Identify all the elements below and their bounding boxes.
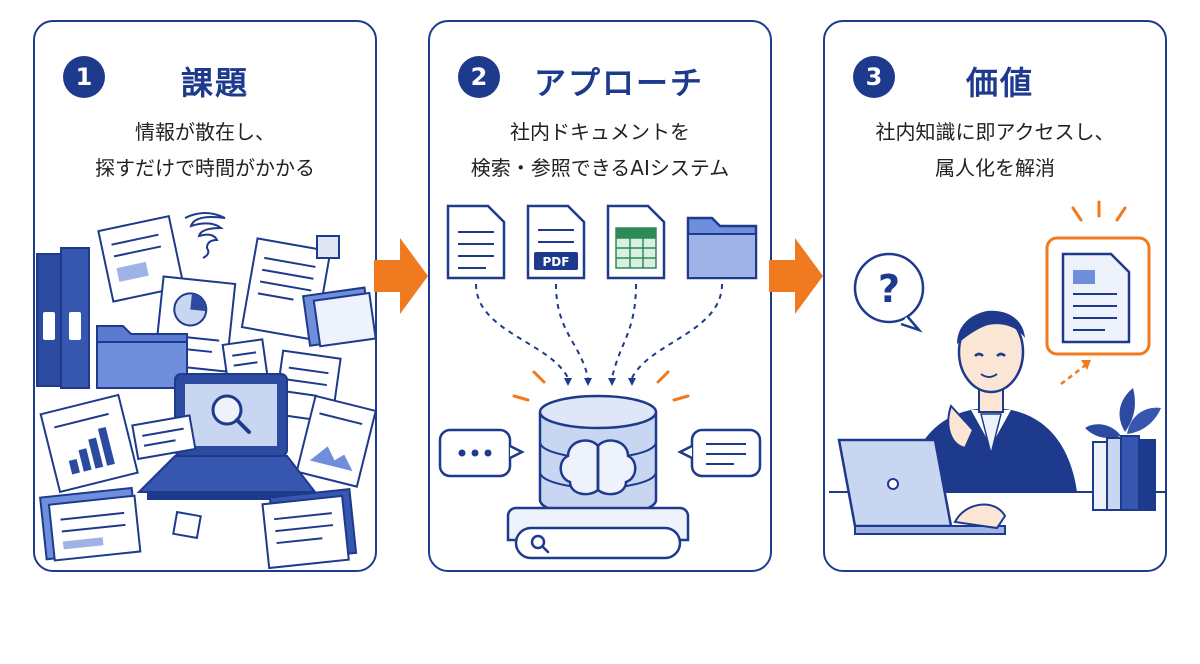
data-flow-arrows xyxy=(475,283,723,379)
person-icon xyxy=(905,310,1077,492)
question-mark: ? xyxy=(878,267,900,311)
step-3-line-2: 属人化を解消 xyxy=(935,156,1055,180)
step-1-description: 情報が散在し、 探すだけで時間がかかる xyxy=(45,114,365,186)
image-document-icon xyxy=(295,394,377,488)
step-3-description: 社内知識に即アクセスし、 属人化を解消 xyxy=(835,114,1155,186)
binders-icon xyxy=(1092,435,1156,511)
folder-icon xyxy=(301,286,377,348)
pdf-label: PDF xyxy=(543,255,570,269)
folder-icon xyxy=(96,325,188,389)
arrowhead-icon xyxy=(1081,360,1091,370)
step-3-number-badge: 3 xyxy=(853,56,895,98)
step-1-title: 課題 xyxy=(180,64,249,102)
plant-icon xyxy=(1085,388,1161,438)
instant-knowledge-access-illustration: ? xyxy=(829,200,1165,535)
scattered-documents-illustration xyxy=(36,212,377,570)
text-document-icon xyxy=(446,204,506,280)
pdf-document-icon: PDF xyxy=(526,204,586,280)
step-2-title: アプローチ xyxy=(533,64,704,102)
step-2-description: 社内ドキュメントを 検索・参照できるAIシステム xyxy=(440,114,760,186)
flow-arrow-icon xyxy=(374,238,428,314)
access-arrow-line xyxy=(1060,363,1088,385)
step-1-panel: 1 課題 情報が散在し、 探すだけで時間がかかる xyxy=(33,20,377,572)
spreadsheet-document-icon xyxy=(606,204,666,280)
binders-icon xyxy=(36,247,90,389)
step-1-line-2: 探すだけで時間がかかる xyxy=(95,156,315,180)
laptop-icon xyxy=(837,438,1006,535)
highlight-sparks-icon xyxy=(512,370,690,402)
folder-icon xyxy=(686,216,758,280)
arrowhead-icons xyxy=(564,378,636,386)
step-1-line-1: 情報が散在し、 xyxy=(135,120,275,144)
step-2-panel: 2 アプローチ 社内ドキュメントを 検索・参照できるAIシステム PDF xyxy=(428,20,772,572)
ai-search-system-illustration: PDF xyxy=(438,204,762,560)
found-document-icon xyxy=(1061,252,1131,344)
step-2-header: 2 アプローチ xyxy=(430,52,770,102)
step-1-header: 1 課題 xyxy=(35,52,375,102)
chat-message-bubble-icon xyxy=(677,428,762,478)
sticky-note-icon xyxy=(316,235,340,259)
step-3-title: 価値 xyxy=(965,64,1034,102)
flow-arrow-icon xyxy=(769,238,823,314)
step-3-panel: 3 価値 社内知識に即アクセスし、 属人化を解消 ? xyxy=(823,20,1167,572)
document-icon xyxy=(39,486,142,562)
document-stack-icon xyxy=(261,488,358,570)
step-3-line-1: 社内知識に即アクセスし、 xyxy=(875,120,1115,144)
question-bubble-icon: ? xyxy=(853,252,925,333)
step-2-line-1: 社内ドキュメントを xyxy=(510,120,690,144)
sticky-note-icon xyxy=(172,510,202,540)
step-2-line-2: 検索・参照できるAIシステム xyxy=(470,156,730,180)
search-bar-icon xyxy=(514,526,682,560)
step-2-number-badge: 2 xyxy=(458,56,500,98)
step-3-header: 3 価値 xyxy=(825,52,1165,102)
brain-icon xyxy=(559,439,637,496)
chat-typing-bubble-icon xyxy=(438,428,525,478)
confusion-spiral-icon xyxy=(184,212,226,259)
bar-chart-document-icon xyxy=(39,393,139,494)
step-1-number-badge: 1 xyxy=(63,56,105,98)
highlight-sparks-icon xyxy=(1071,200,1127,222)
hand-icon xyxy=(953,503,1007,530)
document-icon xyxy=(131,414,197,461)
